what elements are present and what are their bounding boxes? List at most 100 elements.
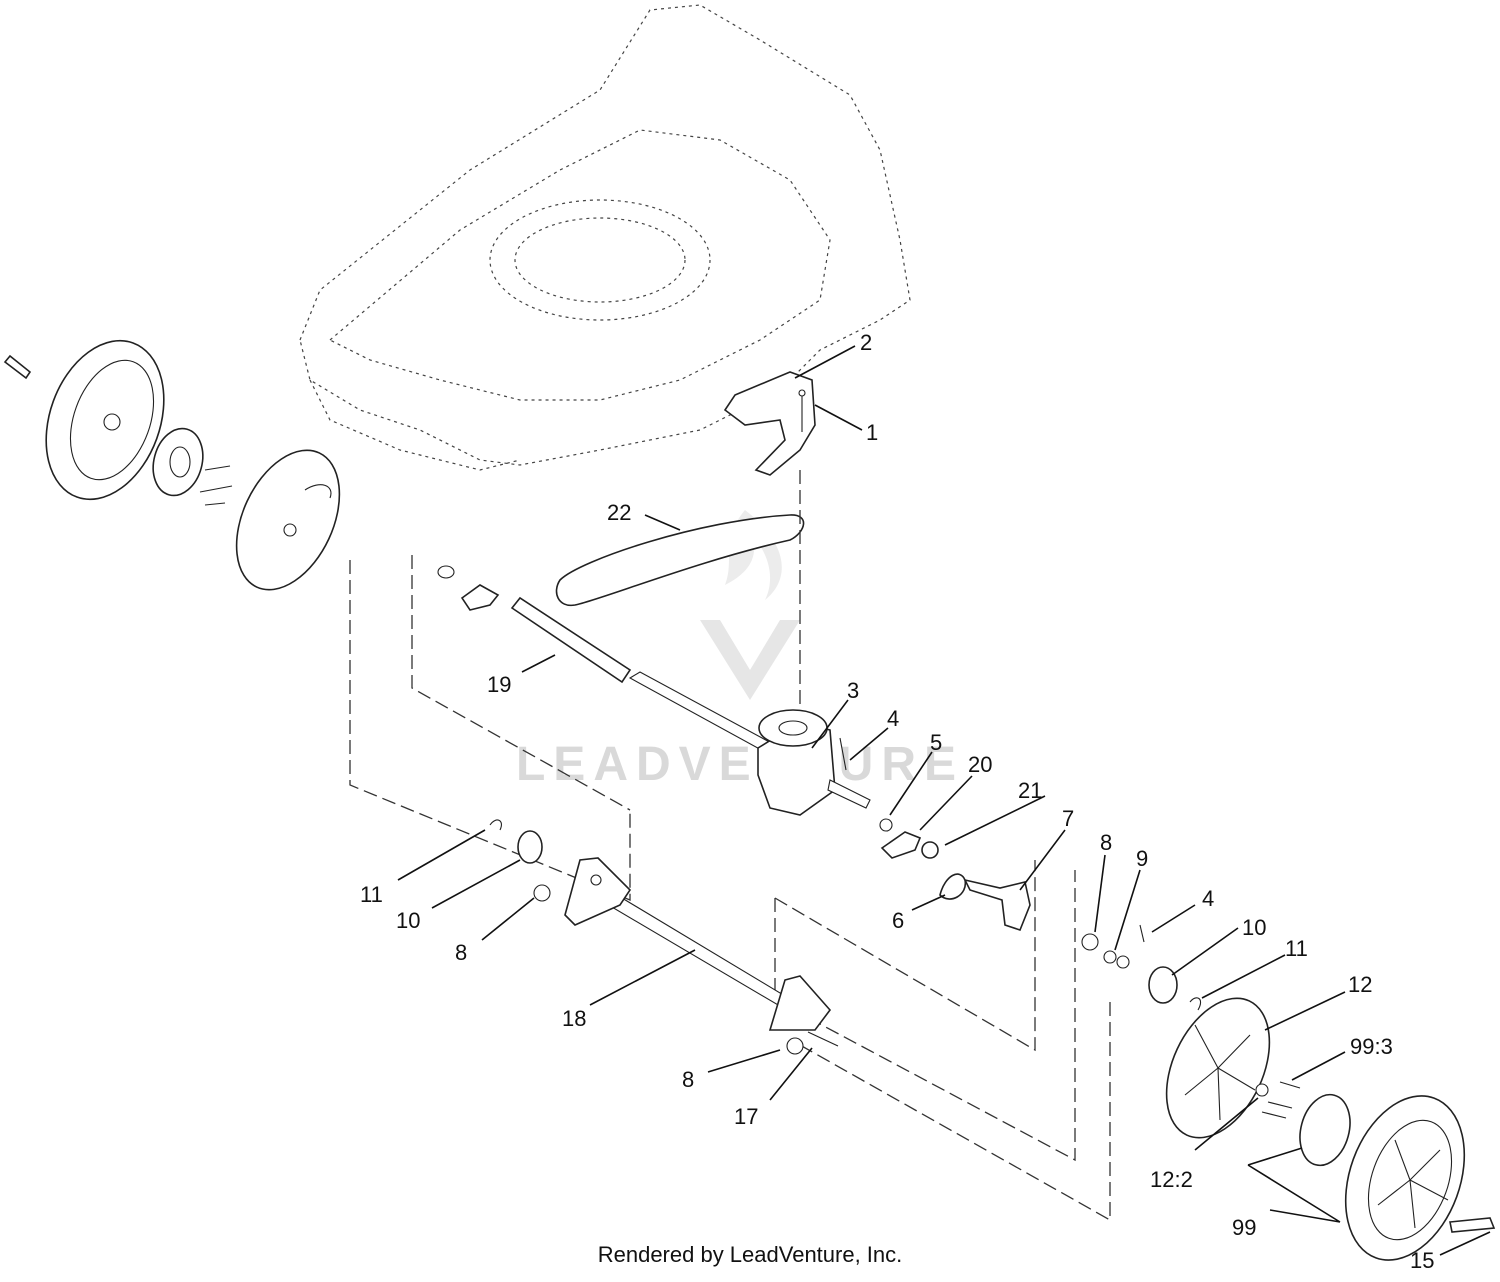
leader-12-2 [1194,1097,1259,1151]
washer-12-2 [1255,1083,1269,1097]
lower-bracket-parts [768,975,839,1055]
left-screw-b [199,485,233,493]
bracket-assembly [723,371,816,476]
callout-18: 18 [562,1006,586,1031]
callout-7: 7 [1062,806,1074,831]
leader-99-3 [1291,1051,1346,1081]
pinion-10-left [517,830,543,864]
left-wheel-assembly [3,339,341,591]
callout-10: 10 [1242,915,1266,940]
screw-99-3-b [1267,1101,1293,1109]
left-wheel-cover [235,449,341,591]
drive-belt [555,514,805,607]
callout-15: 15 [1410,1248,1434,1273]
callout-3: 3 [847,678,859,703]
leader-1 [814,404,863,431]
leader-lines [397,345,1491,1256]
right-drive-parts [879,818,1031,931]
leader-11b [397,829,486,881]
left-wheel-cover-hub [283,523,297,537]
leader-9 [1114,869,1141,951]
callout-99-3: 99:3 [1350,1034,1393,1059]
deck-front-lip [309,379,521,471]
right-wheel-cover-spokes [1184,1024,1256,1121]
washer-8-lower [786,1037,804,1055]
dash-middle [774,870,1076,1162]
pawl-20 [880,831,922,859]
callout-8: 8 [682,1067,694,1092]
deck-outline [299,4,911,466]
right-hub-parts [1081,924,1202,1011]
axle-assembly [437,565,802,1013]
watermark-text: LEADVENTURE [516,738,964,791]
washer-8-left [533,884,551,902]
washer-21 [921,841,939,859]
leader-3 [811,699,849,749]
clip-11-left [489,819,502,831]
deck-inner [328,129,831,401]
leader-5 [889,751,933,816]
left-wheel-hub [103,413,121,431]
washer-9-a [1103,950,1117,964]
leader-8b [481,897,535,941]
leader-10a [1171,927,1239,976]
callout-12-2: 12:2 [1150,1167,1193,1192]
bracket-plate-left [564,857,632,926]
bracket-part-2 [723,371,816,476]
leader-4a [849,727,889,761]
leader-17 [769,1047,813,1101]
callout-6: 6 [892,908,904,933]
leader-19 [521,654,556,673]
dash-right [799,1000,1111,1222]
leader-2 [794,345,856,379]
callout-20: 20 [968,752,992,777]
callout-9: 9 [1136,846,1148,871]
bracket-plate-right [768,975,832,1031]
transmission-pulley-hub [778,720,808,736]
callout-11: 11 [360,882,383,907]
callout-8: 8 [1100,830,1112,855]
transmission-output-shaft [827,779,871,809]
leader-11a [1201,954,1286,999]
washer-8-right [1081,933,1099,951]
washer-9-b [1116,955,1130,969]
deck-motor-ring [514,217,686,303]
callout-4: 4 [1202,886,1214,911]
clip-11-right [1189,997,1202,1011]
axle-tube [510,596,632,684]
dash-axle-top [411,555,631,811]
leader-4b [1151,904,1196,933]
callout-5: 5 [930,730,942,755]
callout-99: 99 [1232,1215,1256,1240]
callout-22: 22 [607,500,631,525]
callout-19: 19 [487,672,511,697]
leader-15 [1439,1231,1491,1256]
leader-99 [1247,1147,1341,1223]
left-wheel-gear-hub [169,446,191,478]
leader-7 [1019,829,1066,891]
lever-7 [963,878,1031,931]
right-wheel-assembly [1165,997,1496,1261]
callout-1: 1 [866,420,878,445]
right-wheel-gear [1299,1093,1351,1167]
leader-22 [644,514,681,531]
pin-4-right [1139,924,1145,943]
transmission-pin [839,737,847,771]
screw-99-3-a [1279,1081,1301,1089]
callout-10: 10 [396,908,420,933]
dash-axle-left [349,560,631,901]
pin-17 [807,1031,839,1047]
pawl-left [460,584,500,611]
pinion-10-right [1148,966,1178,1004]
mower-deck [299,4,911,471]
callout-8: 8 [455,940,467,965]
callout-2: 2 [860,330,872,355]
callout-4: 4 [887,706,899,731]
leader-18 [589,949,696,1006]
right-wheel-bolt [1449,1217,1496,1233]
callout-11: 11 [1285,936,1308,961]
deck-motor-mount [489,199,711,321]
watermark-logo [700,620,800,700]
lower-shaft [598,891,802,1013]
